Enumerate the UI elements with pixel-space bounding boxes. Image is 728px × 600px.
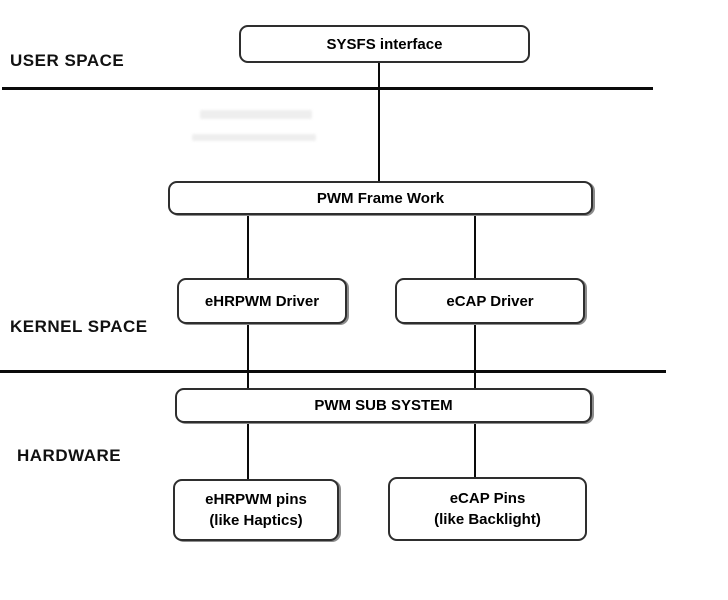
connector-framework-ehrpwm-driver xyxy=(247,215,249,278)
ehrpwm-driver-label: eHRPWM Driver xyxy=(204,292,320,310)
pwm-framework-box: PWM Frame Work xyxy=(168,181,593,215)
connector-framework-ecap-driver xyxy=(474,215,476,278)
ehrpwm-pins-label: eHRPWM pins xyxy=(205,491,307,508)
layer-label-hardware: HARDWARE xyxy=(17,446,122,465)
ecap-driver-box: eCAP Driver xyxy=(395,278,585,324)
pwm-framework-label: PWM Frame Work xyxy=(316,189,445,207)
ehrpwm-pins-box: eHRPWM pins (like Haptics) xyxy=(173,479,339,541)
connector-ehrpwm-driver-subsystem xyxy=(247,322,249,388)
pwm-subsystem-box: PWM SUB SYSTEM xyxy=(175,388,592,423)
divider-kernel-hardware xyxy=(0,370,666,373)
connector-ecap-driver-subsystem xyxy=(474,321,476,388)
connector-subsystem-ehrpwm-pins xyxy=(247,422,249,479)
sysfs-interface-box: SYSFS interface xyxy=(239,25,530,63)
ehrpwm-driver-box: eHRPWM Driver xyxy=(177,278,347,324)
layer-label-user-space: USER SPACE xyxy=(10,51,125,70)
divider-user-kernel xyxy=(2,87,653,90)
sysfs-interface-label: SYSFS interface xyxy=(326,35,443,53)
ecap-pins-box: eCAP Pins (like Backlight) xyxy=(388,477,587,541)
connector-sysfs-framework xyxy=(378,63,380,181)
ghost-artifact xyxy=(192,134,316,141)
ecap-driver-label: eCAP Driver xyxy=(446,292,534,310)
pwm-subsystem-label: PWM SUB SYSTEM xyxy=(314,397,453,414)
ghost-artifact xyxy=(200,110,312,119)
ecap-pins-label: eCAP Pins xyxy=(449,490,526,507)
layer-label-kernel-space: KERNEL SPACE xyxy=(10,317,148,336)
connector-subsystem-ecap-pins xyxy=(474,422,476,477)
ehrpwm-pins-sublabel: (like Haptics) xyxy=(209,512,303,529)
ecap-pins-sublabel: (like Backlight) xyxy=(434,511,541,528)
